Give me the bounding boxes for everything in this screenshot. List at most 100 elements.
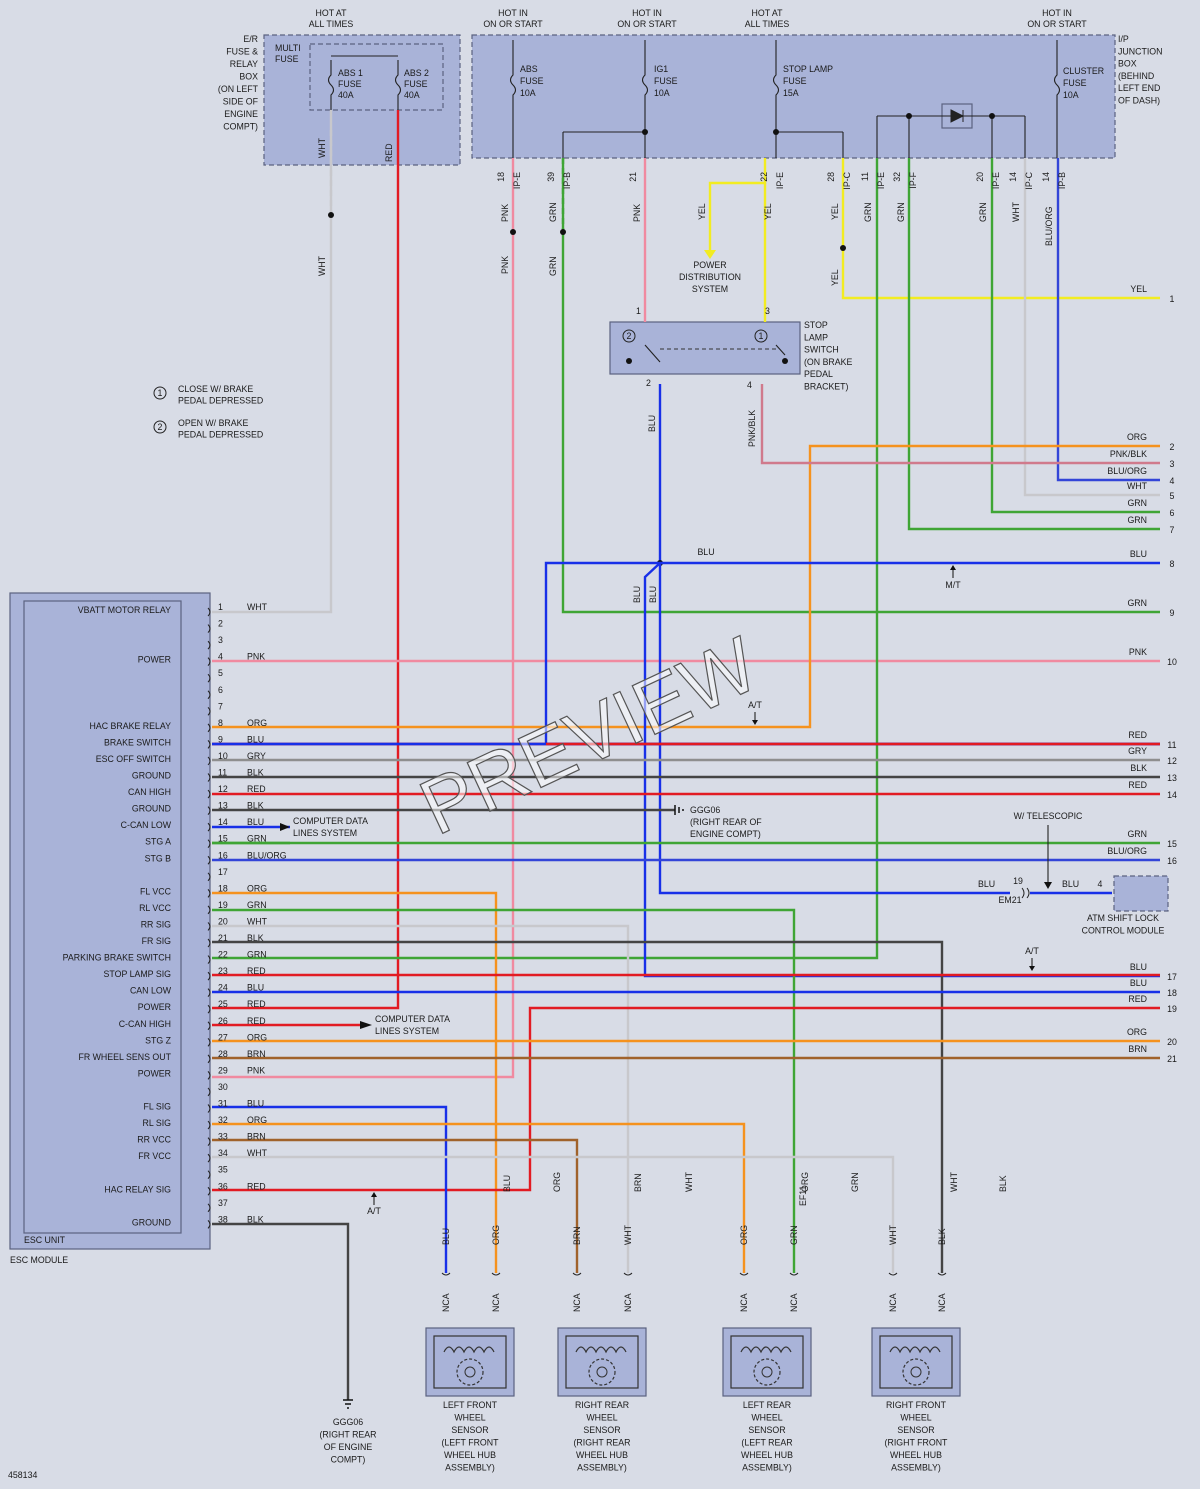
label: LINES SYSTEM — [293, 828, 357, 838]
fuse-icon — [772, 40, 780, 158]
connector-id: IP-E — [775, 172, 785, 189]
esc-pin-number: 1 — [218, 602, 223, 612]
pin-connector-icon — [207, 1153, 211, 1163]
wire-pnkblk-3 — [760, 384, 1160, 465]
nca-label: NCA — [937, 1293, 947, 1312]
wire-bluorg-4 — [1056, 158, 1160, 482]
fuse-icon — [394, 60, 402, 110]
wire-color-label: BRN — [1128, 1044, 1147, 1054]
esc-pin-wire-color: ORG — [247, 718, 267, 728]
sensor-label: RIGHT REAR — [575, 1400, 629, 1410]
sensor-wire-label: WHT — [888, 1224, 898, 1245]
pin-connector-icon — [572, 1272, 582, 1276]
pin-number: 18 — [496, 172, 506, 182]
esc-pin-label: RL SIG — [142, 1118, 171, 1128]
pin-connector-icon — [207, 789, 211, 799]
row-number: 1 — [1170, 294, 1175, 304]
row-number: 14 — [1167, 790, 1177, 800]
label: 2 — [627, 331, 632, 341]
label: 3 — [765, 306, 770, 316]
esc-pin-wire-color: BLU — [247, 1099, 264, 1109]
label: I/P — [1118, 34, 1129, 44]
esc-pin-wire-color: GRN — [247, 834, 267, 844]
nca-label: NCA — [572, 1293, 582, 1312]
sensor-wire-label: BLK — [998, 1175, 1008, 1192]
coil-icon — [443, 1346, 495, 1354]
connector-id: IP-C — [842, 171, 852, 189]
sensor-wire-label: BLU — [502, 1175, 512, 1192]
wire-org-hac — [212, 444, 1160, 729]
pin-connector-icon — [207, 657, 211, 667]
esc-pin-number: 17 — [218, 867, 228, 877]
label: 40A — [338, 90, 354, 100]
sensor-label: (RIGHT REAR — [573, 1438, 630, 1448]
connector-id: IP-C — [1024, 171, 1034, 189]
sensor-label: WHEEL HUB — [741, 1450, 793, 1460]
callout-2 — [622, 329, 636, 343]
wire-blu-em21 — [658, 563, 1010, 895]
label: ABS — [520, 64, 538, 74]
esc-pin-number: 27 — [218, 1032, 228, 1042]
label: ENGINE COMPT) — [690, 829, 761, 839]
pin-connector-icon — [207, 607, 211, 617]
wire-color-label: PNK — [1129, 647, 1147, 657]
esc-pin-label: FR WHEEL SENS OUT — [78, 1052, 171, 1062]
pin-connector-icon — [207, 938, 211, 948]
sensor-wire-label: ORG — [552, 1172, 562, 1192]
connector-id: IP-E — [512, 172, 522, 189]
label: BLU — [648, 586, 658, 603]
label: ESC UNIT — [24, 1235, 66, 1245]
label: COMPT) — [223, 122, 258, 132]
label: (ON BRAKE — [804, 357, 853, 367]
esc-pin-number: 11 — [218, 768, 227, 778]
sensor-label: WHEEL — [586, 1413, 617, 1423]
wire-blu-8 — [544, 561, 1160, 744]
pin-connector-icon — [207, 1087, 211, 1097]
pin-connector-icon — [207, 839, 211, 849]
label: SIDE OF — [223, 97, 259, 107]
splice-dot — [510, 229, 516, 235]
label: 19 — [1013, 876, 1023, 886]
fuse-icon — [1053, 40, 1061, 158]
esc-pin-wire-color: GRY — [247, 751, 266, 761]
doc-id: 458134 — [8, 1470, 37, 1480]
pin-connector-icon — [207, 1071, 211, 1080]
pin-connector-icon — [789, 1272, 799, 1276]
label: FUSE — [338, 79, 362, 89]
label: FUSE — [1063, 78, 1087, 88]
esc-pin-label: FR VCC — [138, 1151, 171, 1161]
label: ON OR START — [483, 19, 543, 29]
label: (ON LEFT — [218, 84, 259, 94]
esc-pin-wire-color: BLU/ORG — [247, 850, 287, 860]
nca-label: NCA — [789, 1293, 799, 1312]
pin-connector-icon — [207, 988, 211, 998]
row-number: 7 — [1170, 525, 1175, 535]
arrow-icon — [704, 250, 716, 259]
label: GGG06 — [333, 1417, 363, 1427]
pin-connector-icon — [207, 1037, 211, 1047]
esc-pin-label: FL SIG — [143, 1102, 171, 1112]
wire-wht-vbatt — [212, 110, 333, 614]
wire-wht-20 — [212, 924, 630, 1273]
coil-icon — [740, 1346, 792, 1354]
label: ON OR START — [617, 19, 677, 29]
esc-pin-number: 18 — [218, 883, 228, 893]
pin-number: 14 — [1008, 172, 1018, 182]
switch-contact — [644, 344, 661, 363]
esc-pin-number: 28 — [218, 1049, 228, 1059]
ground-icon — [343, 1399, 353, 1409]
sensor-label: WHEEL — [900, 1413, 931, 1423]
label: COMPT) — [331, 1455, 366, 1465]
esc-pin-number: 23 — [218, 966, 228, 976]
esc-pin-wire-color: ORG — [247, 1115, 267, 1125]
esc-pin-number: 7 — [218, 701, 223, 711]
arrow-icon — [371, 1192, 377, 1197]
fuse-icon — [641, 40, 649, 158]
sensor-label: WHEEL HUB — [890, 1450, 942, 1460]
label: 40A — [404, 90, 420, 100]
esc-pin-wire-color: PNK — [247, 652, 265, 662]
esc-pin-number: 14 — [218, 817, 228, 827]
sensor-label: ASSEMBLY) — [577, 1463, 627, 1473]
esc-pin-wire-color: BLU — [247, 817, 264, 827]
wire-yel-1 — [841, 158, 1160, 300]
